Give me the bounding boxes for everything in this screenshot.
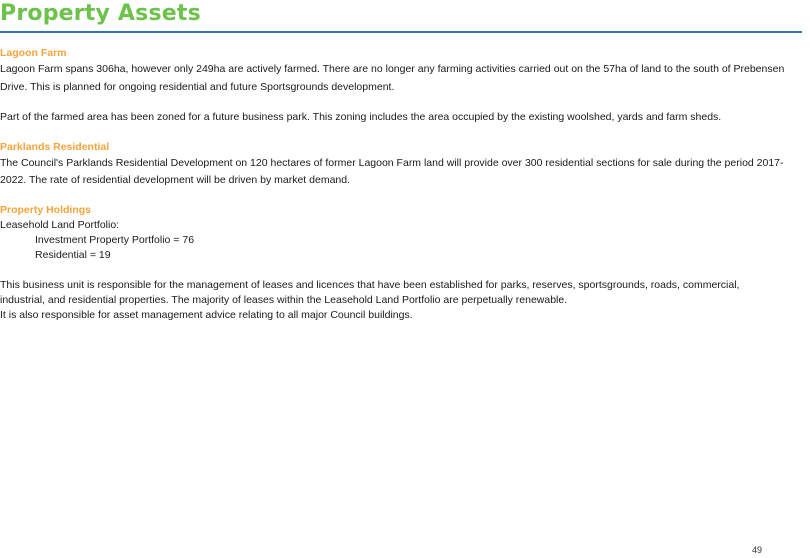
heading-lagoon-farm: Lagoon Farm — [0, 47, 67, 59]
holdings-line-1: This business unit is responsible for th… — [0, 278, 740, 291]
page-title: Property Assets — [0, 1, 201, 26]
holdings-line-2: industrial, and residential properties. … — [0, 293, 568, 306]
lagoon-farm-paragraph-1: Lagoon Farm spans 306ha, however only 24… — [0, 63, 785, 93]
title-divider — [0, 31, 802, 33]
holdings-line-3: It is also responsible for asset managem… — [0, 308, 413, 321]
page-number: 49 — [751, 545, 762, 555]
residential-count: Residential = 19 — [35, 248, 111, 261]
document-body: Lagoon Farm Lagoon Farm spans 306ha, how… — [0, 46, 806, 323]
lagoon-farm-paragraph-2: Part of the farmed area has been zoned f… — [0, 111, 722, 123]
heading-property-holdings: Property Holdings — [0, 203, 92, 216]
portfolio-label: Leasehold Land Portfolio: — [0, 218, 120, 231]
parklands-paragraph: The Council's Parklands Residential Deve… — [0, 156, 784, 187]
heading-parklands-residential: Parklands Residential — [0, 140, 110, 153]
investment-portfolio-count: Investment Property Portfolio = 76 — [35, 233, 195, 246]
